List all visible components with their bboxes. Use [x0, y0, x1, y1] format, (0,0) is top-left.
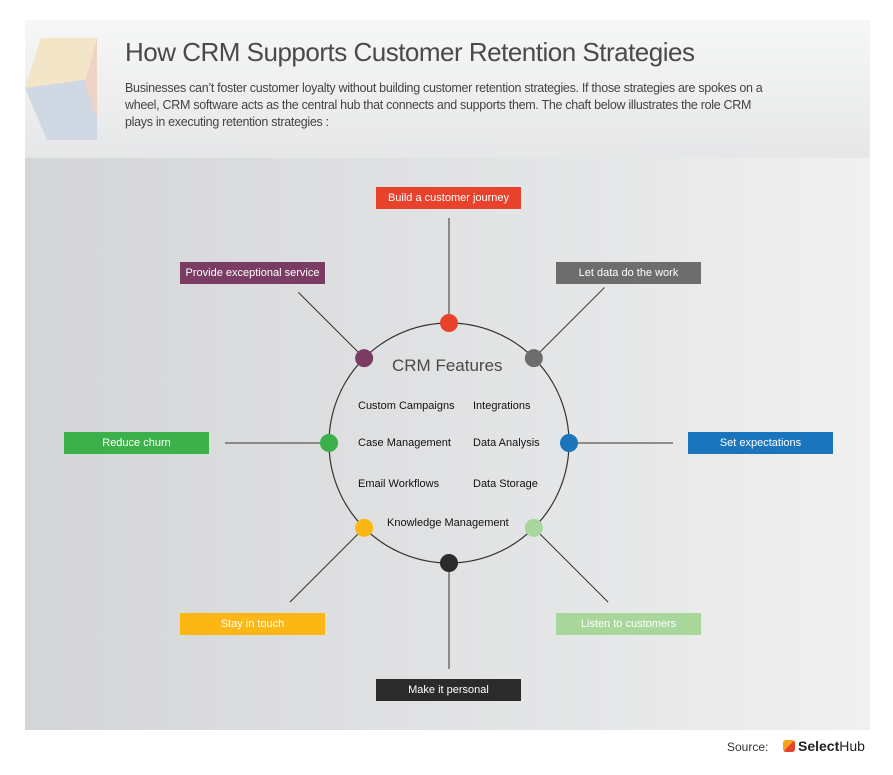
spoke-dot — [320, 434, 338, 452]
cube-decoration — [25, 38, 97, 140]
strategy-label: Provide exceptional service — [180, 262, 325, 284]
spoke-dot — [524, 518, 543, 537]
strategy-label: Build a customer journey — [376, 187, 521, 209]
strategy-label: Let data do the work — [556, 262, 701, 284]
strategy-label: Set expectations — [688, 432, 833, 454]
spoke-dot — [560, 434, 578, 452]
hub-title: CRM Features — [392, 356, 503, 375]
selecthub-logo-icon — [783, 740, 795, 752]
selecthub-logo: SelectHub — [783, 738, 865, 754]
spoke-dot — [355, 518, 374, 537]
spoke-line — [289, 527, 365, 603]
feature-item: Custom Campaigns — [358, 400, 455, 412]
intro-text: Businesses can’t foster customer loyalty… — [125, 81, 763, 129]
feature-item: Email Workflows — [358, 478, 440, 490]
spoke-dot — [440, 554, 458, 572]
header: How CRM Supports Customer Retention Stra… — [25, 20, 870, 158]
strategy-label: Reduce churn — [64, 432, 209, 454]
spoke-line — [533, 527, 609, 603]
feature-item: Knowledge Management — [387, 517, 509, 529]
strategy-label: Make it personal — [376, 679, 521, 701]
spoke-dot — [524, 349, 543, 368]
page-title: How CRM Supports Customer Retention Stra… — [125, 37, 695, 67]
feature-item: Case Management — [358, 437, 451, 449]
spoke-dot — [440, 314, 458, 332]
feature-item: Data Storage — [473, 478, 538, 490]
feature-item: Data Analysis — [473, 437, 540, 449]
spoke-line — [298, 292, 365, 359]
spoke-dot — [355, 349, 374, 368]
spoke-line — [533, 287, 605, 359]
source-label: Source: — [727, 740, 769, 754]
strategy-label: Stay in touch — [180, 613, 325, 635]
strategy-label: Listen to customers — [556, 613, 701, 635]
feature-item: Integrations — [473, 400, 531, 412]
